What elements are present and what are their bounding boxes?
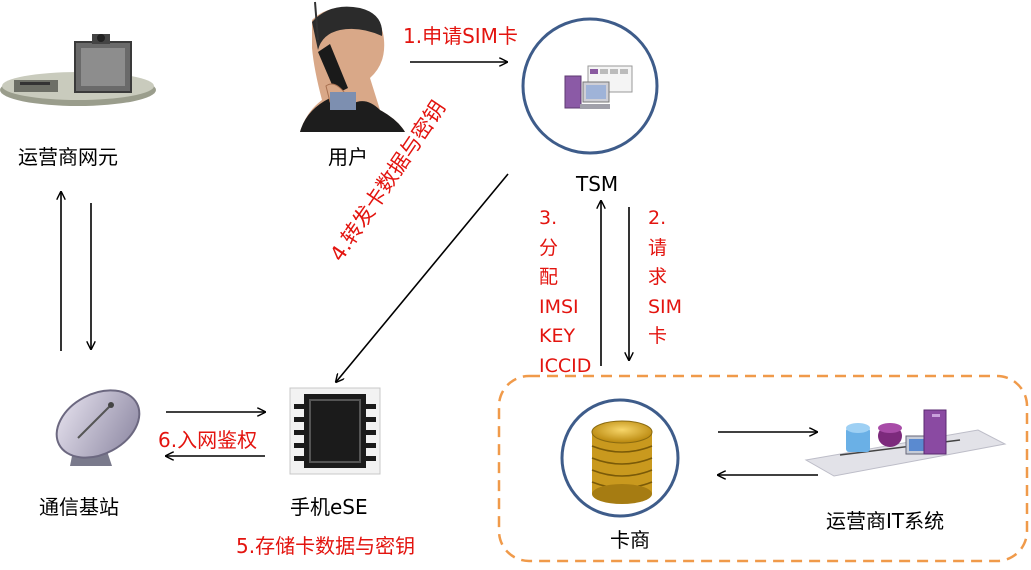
- step2-line: 2.: [648, 207, 667, 229]
- step3-line: ICCID: [539, 354, 592, 377]
- step2-line: SIM: [648, 295, 683, 318]
- tsm-label: TSM: [576, 172, 619, 196]
- step2-label: 2. 请 求 SIM 卡: [648, 204, 682, 352]
- card-vendor-region: [497, 374, 1029, 563]
- network-element-icon: [0, 34, 156, 106]
- step1-label: 1.申请SIM卡: [403, 24, 518, 48]
- network-element-label: 运营商网元: [18, 145, 118, 169]
- base-station-label: 通信基站: [39, 495, 119, 519]
- step6-label: 6.入网鉴权: [158, 428, 258, 452]
- it-system-label: 运营商IT系统: [826, 509, 945, 533]
- step2-line: 卡: [648, 325, 668, 347]
- step2-line: 求: [648, 266, 668, 288]
- user-icon: [300, 1, 405, 133]
- tsm-computer-icon: [564, 65, 633, 109]
- step3-line: 配: [539, 266, 559, 288]
- it-system-icon: [804, 409, 1007, 477]
- step3-line: IMSI: [539, 295, 579, 318]
- step2-line: 请: [648, 236, 668, 259]
- step3-label: 3. 分 配 IMSI KEY ICCID: [539, 204, 591, 381]
- arrow-tsm-to-ese: [336, 173, 509, 382]
- base-station-icon: [55, 389, 141, 466]
- user-label: 用户: [328, 145, 368, 169]
- coin-stack-icon: [591, 420, 653, 504]
- step5-label: 5.存储卡数据与密钥: [236, 534, 416, 558]
- step3-line: 分: [539, 236, 559, 259]
- step3-line: KEY: [539, 325, 576, 347]
- step3-line: 3.: [539, 207, 558, 229]
- ese-chip-icon: [289, 387, 381, 475]
- phone-ese-label: 手机eSE: [290, 495, 368, 519]
- card-vendor-label: 卡商: [610, 528, 650, 552]
